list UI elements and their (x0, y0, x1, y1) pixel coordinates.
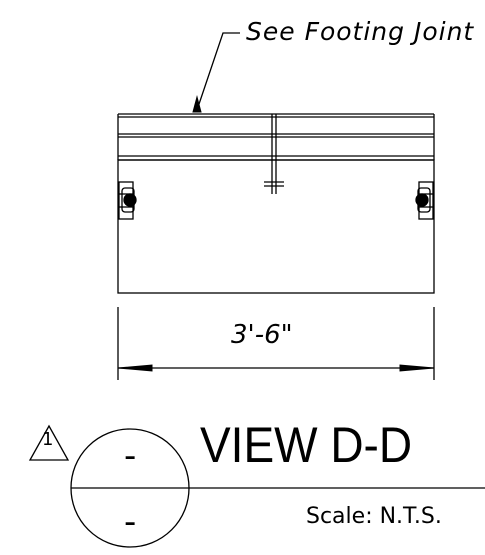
callout-leader (192, 32, 240, 113)
bubble-top-label: - (124, 436, 137, 476)
footing-joint-band (117, 113, 435, 161)
right-rebar-detail (415, 181, 434, 220)
dimension-label: 3'-6" (231, 320, 293, 350)
view-bubble (70, 428, 485, 548)
scale-label: Scale: N.T.S. (306, 504, 442, 529)
view-title: VIEW D-D (200, 417, 413, 473)
left-rebar-detail (118, 181, 137, 220)
callout-label: See Footing Joint (246, 17, 475, 46)
revision-triangle (28, 424, 70, 461)
center-marker (264, 160, 284, 194)
revision-number: 1 (42, 429, 54, 450)
dimension-lines (117, 307, 435, 380)
bubble-bottom-label: - (124, 502, 137, 542)
